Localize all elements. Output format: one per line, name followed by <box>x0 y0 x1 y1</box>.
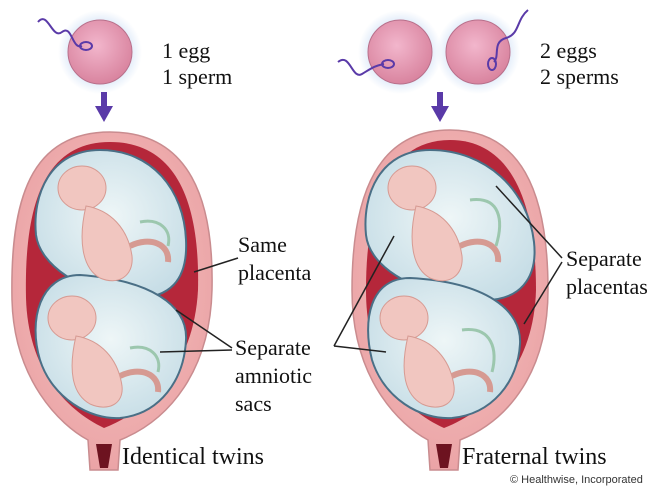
identical-twins-caption: Identical twins <box>122 444 264 471</box>
down-arrow-head <box>431 106 449 122</box>
separate-placentas-label-line2: placentas <box>566 274 648 300</box>
egg-2 <box>446 20 510 84</box>
amniotic-sacs-label-line1: Separate <box>235 335 311 361</box>
fraternal-twins-caption: Fraternal twins <box>462 444 607 471</box>
fraternal-fertilization <box>338 10 528 122</box>
fraternal-uterus <box>334 130 562 470</box>
copyright-credit: © Healthwise, Incorporated <box>510 474 643 486</box>
separate-placentas-label-line1: Separate <box>566 246 642 272</box>
down-arrow-head <box>95 106 113 122</box>
egg-1 <box>368 20 432 84</box>
amniotic-sacs-label-line3: sacs <box>235 391 272 417</box>
amniotic-sacs-label-line2: amniotic <box>235 363 312 389</box>
fraternal-sperm-label: 2 sperms <box>540 64 619 90</box>
same-placenta-label-line2: placenta <box>238 260 311 286</box>
identical-uterus <box>12 132 238 470</box>
identical-egg-label: 1 egg <box>162 38 210 64</box>
fraternal-egg-label: 2 eggs <box>540 38 597 64</box>
same-placenta-label-line1: Same <box>238 232 287 258</box>
egg <box>68 20 132 84</box>
identical-fertilization <box>38 10 142 122</box>
identical-sperm-label: 1 sperm <box>162 64 232 90</box>
